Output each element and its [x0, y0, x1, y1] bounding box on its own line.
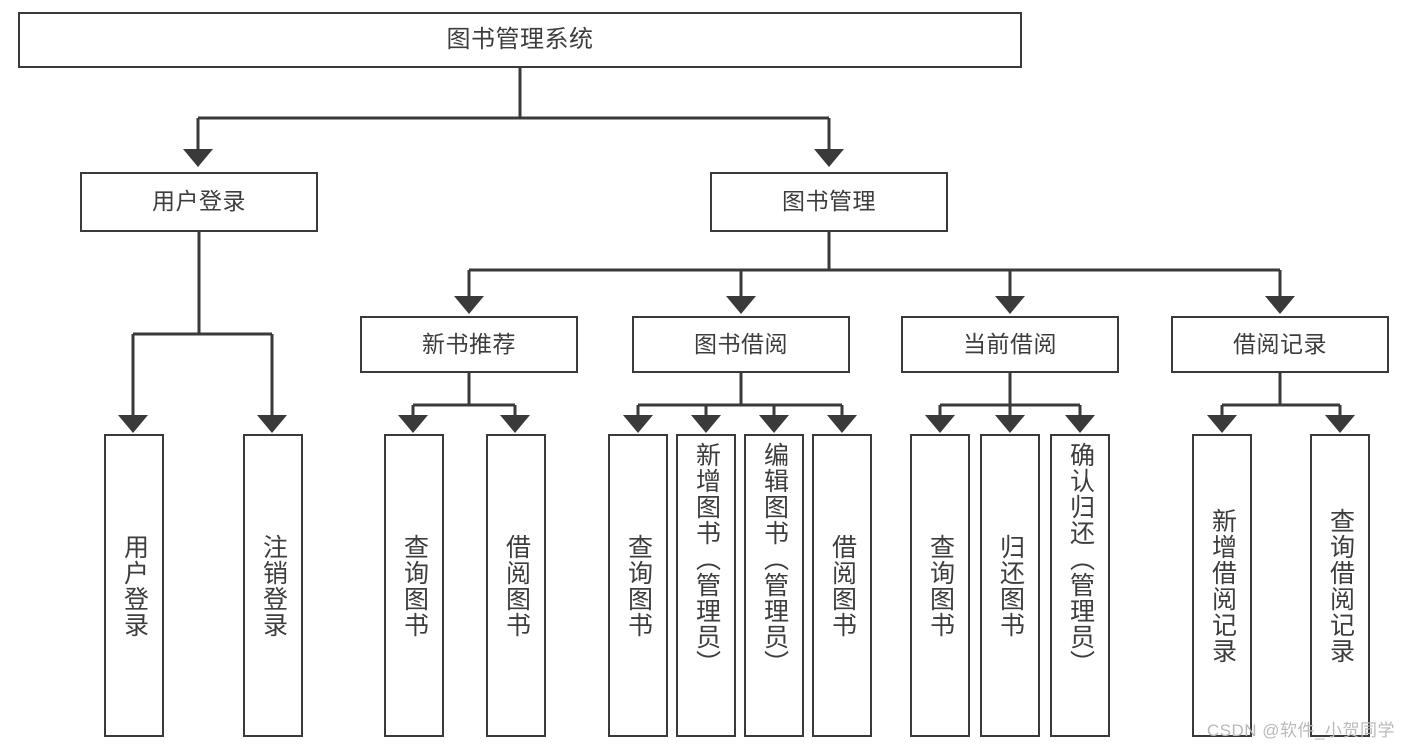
leaf-confirm-return-admin[interactable]: 确认归还（管理员） [1050, 434, 1110, 737]
leaf-borrow-book[interactable]: 借阅图书 [812, 434, 872, 737]
leaf-return-book[interactable]: 归还图书 [980, 434, 1040, 737]
node-label: 借阅图书 [502, 533, 531, 638]
node-label: 查询图书 [400, 533, 429, 638]
leaf-edit-book-admin[interactable]: 编辑图书（管理员） [744, 434, 804, 737]
node-label: 图书管理 [782, 188, 876, 215]
leaf-logout[interactable]: 注销登录 [243, 434, 303, 737]
node-label: 查询图书 [926, 533, 955, 638]
node-label: 图书管理系统 [446, 25, 594, 53]
node-current-borrow[interactable]: 当前借阅 [901, 316, 1119, 373]
node-label: 当前借阅 [963, 330, 1057, 357]
node-label: 归还图书 [996, 533, 1025, 638]
leaf-query-book-current[interactable]: 查询图书 [910, 434, 970, 737]
node-label: 查询图书 [624, 533, 653, 638]
node-user-login[interactable]: 用户登录 [80, 172, 318, 232]
leaf-query-book-borrow[interactable]: 查询图书 [608, 434, 668, 737]
leaf-add-borrow-record[interactable]: 新增借阅记录 [1192, 434, 1252, 737]
node-new-book-recommend[interactable]: 新书推荐 [360, 316, 578, 373]
node-label: 注销登录 [259, 533, 288, 638]
leaf-query-borrow-record[interactable]: 查询借阅记录 [1310, 434, 1370, 737]
node-label: 查询借阅记录 [1326, 507, 1355, 664]
node-label: 借阅图书 [828, 533, 857, 638]
node-label: 新增图书（管理员） [692, 442, 721, 676]
leaf-borrow-book-newbook[interactable]: 借阅图书 [486, 434, 546, 737]
node-label: 编辑图书（管理员） [760, 442, 789, 676]
node-label: 新书推荐 [422, 330, 516, 357]
node-label: 借阅记录 [1233, 330, 1327, 357]
node-label: 图书借阅 [694, 330, 788, 357]
node-book-management[interactable]: 图书管理 [710, 172, 948, 232]
leaf-add-book-admin[interactable]: 新增图书（管理员） [676, 434, 736, 737]
node-borrow-record[interactable]: 借阅记录 [1171, 316, 1389, 373]
leaf-query-book-newbook[interactable]: 查询图书 [384, 434, 444, 737]
node-root-system[interactable]: 图书管理系统 [18, 12, 1022, 68]
node-label: 新增借阅记录 [1208, 507, 1237, 664]
node-label: 用户登录 [152, 188, 246, 215]
node-book-borrow[interactable]: 图书借阅 [632, 316, 850, 373]
node-label: 用户登录 [120, 533, 149, 638]
node-label: 确认归还（管理员） [1066, 442, 1095, 676]
leaf-user-login[interactable]: 用户登录 [104, 434, 164, 737]
